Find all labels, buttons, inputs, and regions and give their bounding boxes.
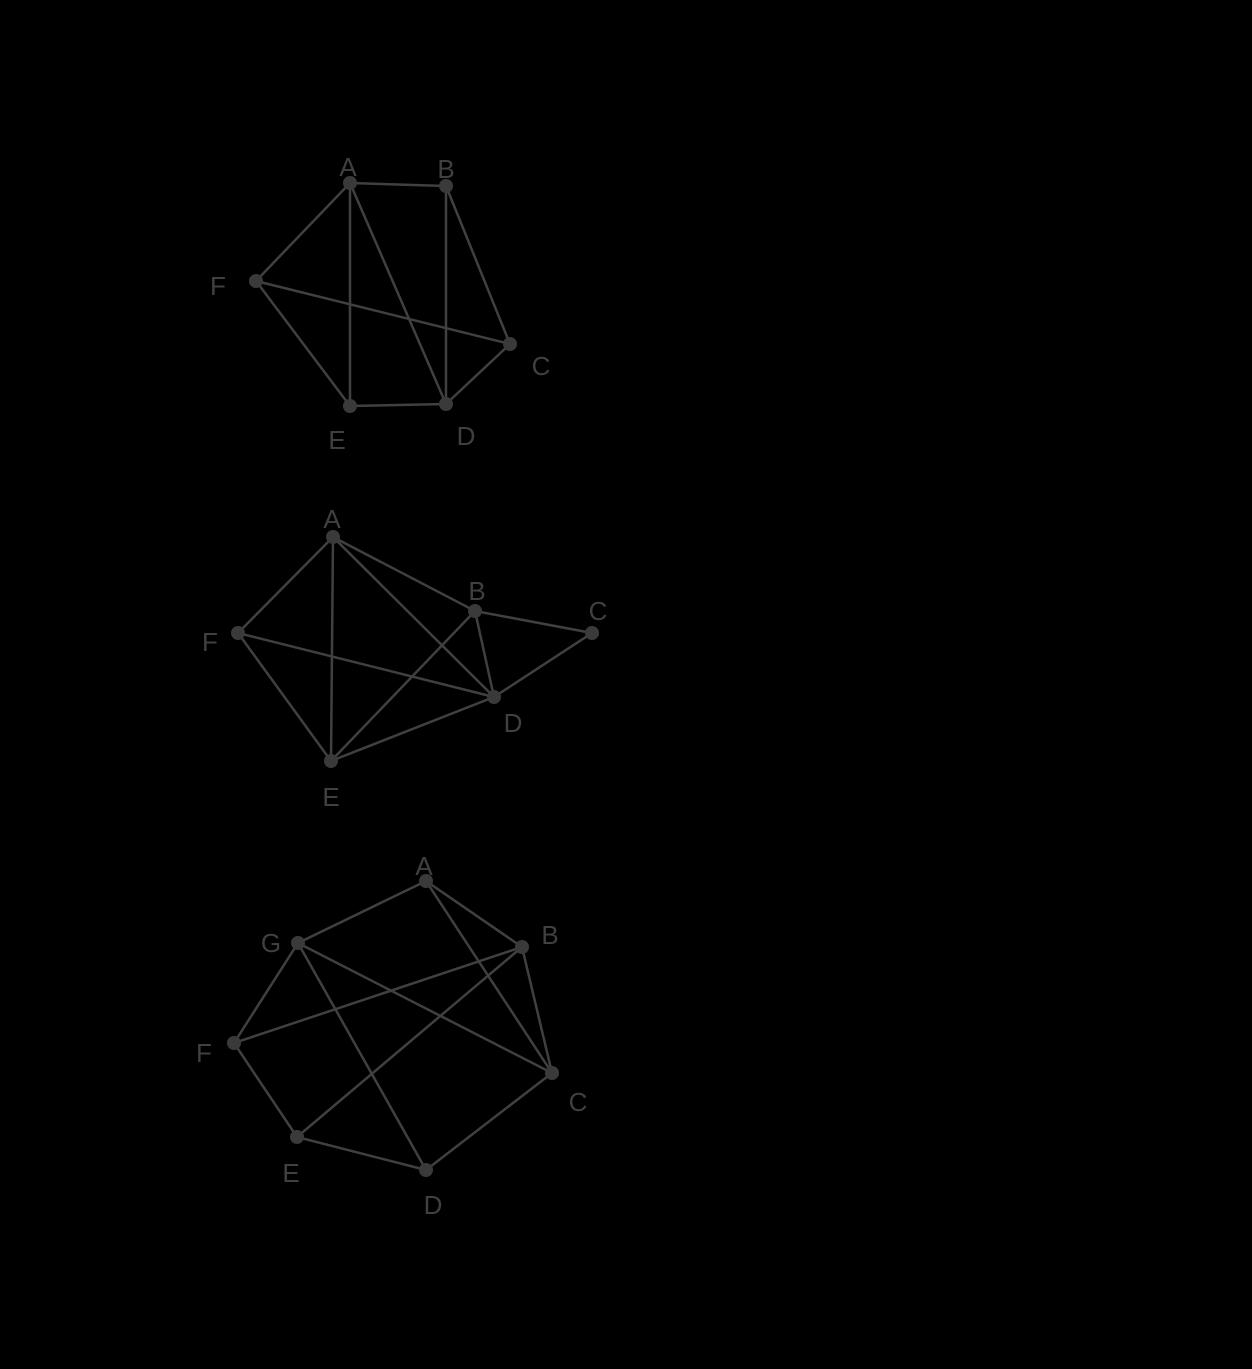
vertex-B bbox=[439, 179, 453, 193]
edge-A-E bbox=[329, 536, 335, 762]
part-c-label: (c) bbox=[0, 1303, 31, 1333]
part-b-text: Verify Euler’s formula for the planar gr… bbox=[94, 1264, 831, 1294]
vertex-label-B: B bbox=[468, 576, 485, 606]
graph-i-label: (i) bbox=[94, 140, 118, 170]
edge-D-G bbox=[296, 942, 428, 1171]
vertex-label-A: A bbox=[323, 504, 341, 534]
vertex-B bbox=[515, 940, 529, 954]
vertex-label-E: E bbox=[322, 782, 339, 812]
vertex-F bbox=[231, 626, 245, 640]
vertex-E bbox=[324, 754, 338, 768]
edge-C-D bbox=[445, 343, 511, 405]
vertex-label-G: G bbox=[261, 928, 281, 958]
edge-C-D bbox=[493, 631, 593, 699]
vertex-label-F: F bbox=[202, 627, 218, 657]
vertex-label-D: D bbox=[504, 708, 523, 738]
vertex-label-D: D bbox=[424, 1190, 443, 1220]
vertex-label-E: E bbox=[328, 425, 345, 455]
vertex-B bbox=[468, 604, 482, 618]
graph-i-marks: (1 mark) bbox=[1153, 140, 1250, 170]
vertex-label-F: F bbox=[196, 1038, 212, 1068]
edge-B-E bbox=[296, 946, 523, 1138]
vertex-D bbox=[487, 690, 501, 704]
vertex-label-D: D bbox=[457, 421, 476, 451]
vertex-label-F: F bbox=[210, 271, 226, 301]
edge-C-G bbox=[297, 941, 553, 1075]
vertex-F bbox=[227, 1036, 241, 1050]
vertex-E bbox=[343, 399, 357, 413]
graph-iii-marks: (2 marks) bbox=[1140, 842, 1250, 872]
vertex-C bbox=[545, 1066, 559, 1080]
vertex-C bbox=[585, 626, 599, 640]
part-a-text: Redraw the following graphs as planar gr… bbox=[94, 68, 631, 98]
edge-D-E bbox=[330, 695, 495, 763]
edge-B-D bbox=[473, 610, 496, 698]
vertex-label-B: B bbox=[437, 154, 454, 184]
vertex-label-A: A bbox=[339, 152, 357, 182]
graph-iii-label: (iii) bbox=[94, 842, 129, 872]
part-c-marks: (2 marks) bbox=[1140, 1337, 1250, 1367]
edge-B-C bbox=[520, 946, 554, 1074]
part-a-label: (a) bbox=[0, 68, 32, 98]
vertex-D bbox=[419, 1163, 433, 1177]
vertex-A bbox=[343, 176, 357, 190]
edge-D-E bbox=[349, 402, 447, 408]
part-b-label: (b) bbox=[0, 1264, 32, 1294]
vertex-F bbox=[249, 274, 263, 288]
edge-E-F bbox=[232, 1042, 299, 1138]
part-b-marks: (2 marks) bbox=[1140, 1264, 1250, 1294]
vertex-A bbox=[326, 530, 340, 544]
edge-D-E bbox=[296, 1135, 427, 1172]
edge-A-D bbox=[332, 536, 495, 698]
vertex-label-C: C bbox=[569, 1087, 588, 1117]
vertex-label-B: B bbox=[541, 920, 558, 950]
edge-A-B bbox=[332, 535, 476, 613]
edge-F-G bbox=[232, 942, 300, 1044]
edge-F-D bbox=[237, 631, 495, 699]
question-title: Question 5 bbox=[0, 0, 135, 30]
vertex-E bbox=[290, 1130, 304, 1144]
part-c-line1: One of the planar graphs is semi-Euleria… bbox=[94, 1303, 1071, 1333]
vertex-G bbox=[291, 936, 305, 950]
vertex-label-C: C bbox=[589, 596, 608, 626]
vertex-label-E: E bbox=[282, 1158, 299, 1188]
edge-C-D bbox=[425, 1072, 553, 1171]
vertex-C bbox=[503, 337, 517, 351]
graph-ii-marks: (2 marks) bbox=[1140, 490, 1250, 520]
edge-B-C bbox=[474, 609, 593, 635]
edge-A-B bbox=[349, 181, 447, 188]
edge-A-D bbox=[348, 182, 448, 405]
edge-A-B bbox=[425, 879, 523, 949]
edge-F-C bbox=[255, 279, 511, 346]
edge-B-E bbox=[330, 610, 476, 762]
edge-A-G bbox=[297, 879, 427, 945]
edge-E-F bbox=[255, 280, 351, 407]
vertex-label-C: C bbox=[532, 351, 551, 381]
edge-F-A bbox=[255, 182, 351, 282]
edge-B-F bbox=[233, 945, 523, 1045]
vertex-label-A: A bbox=[415, 851, 433, 881]
question-total-marks: (9 marks) bbox=[1140, 0, 1250, 30]
part-c-line2: your choice. bbox=[94, 1337, 235, 1367]
edge-B-C bbox=[444, 185, 512, 345]
vertex-A bbox=[419, 874, 433, 888]
edge-A-C bbox=[424, 880, 554, 1074]
graph-ii-label: (ii) bbox=[94, 490, 123, 520]
vertex-D bbox=[439, 397, 453, 411]
edge-F-E bbox=[236, 632, 333, 762]
edge-A-F bbox=[237, 536, 334, 634]
